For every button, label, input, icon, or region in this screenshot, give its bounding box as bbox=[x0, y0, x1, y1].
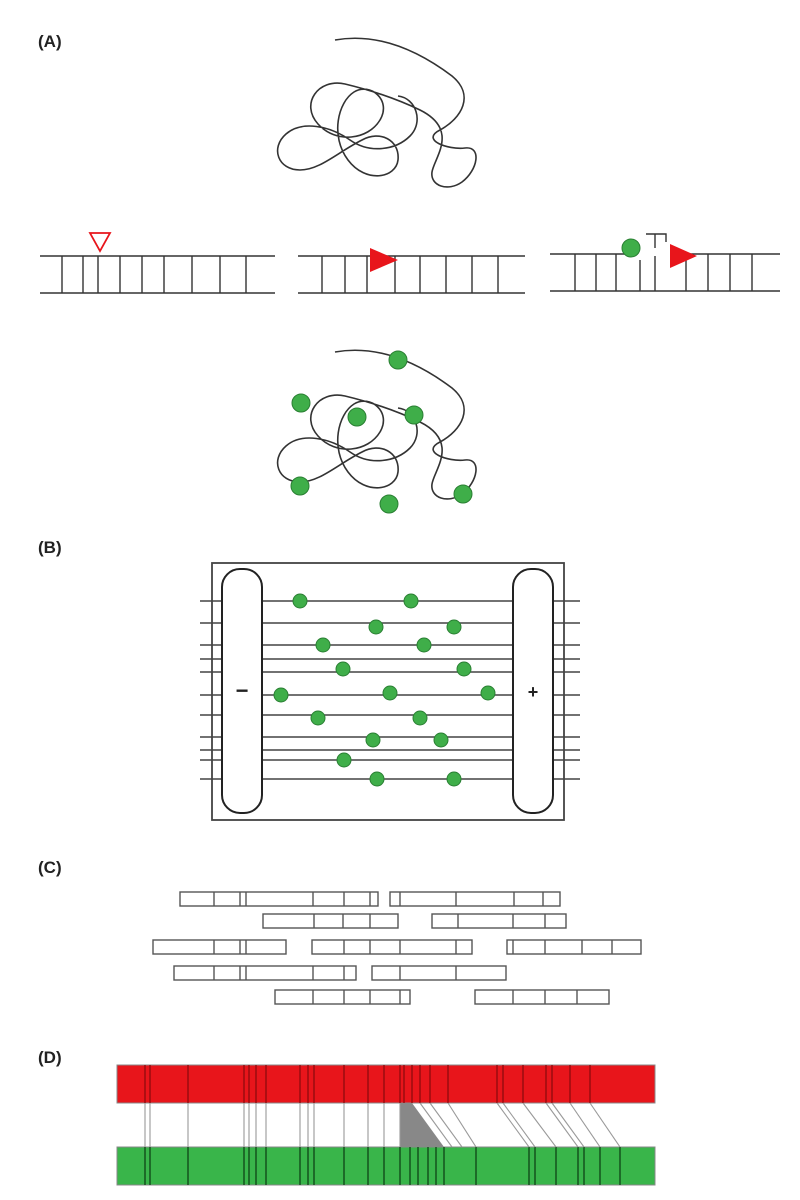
negative-electrode bbox=[221, 568, 263, 814]
nick-site-triangle-icon bbox=[88, 232, 112, 253]
molecule-map-row-4 bbox=[173, 965, 507, 981]
red-map-sites bbox=[144, 1065, 591, 1103]
dna-ladder-enzyme-bound bbox=[298, 248, 525, 294]
dna-coil-unlabeled bbox=[276, 37, 477, 188]
panel-a bbox=[40, 37, 780, 514]
reference-map-green bbox=[116, 1146, 656, 1186]
panel-c-label: (C) bbox=[38, 858, 62, 877]
negative-sign: − bbox=[236, 678, 249, 703]
molecule-map-row-2 bbox=[262, 913, 567, 929]
fluorescent-label-icon bbox=[621, 238, 641, 258]
alignment-gap-wedge bbox=[400, 1103, 444, 1147]
panel-c bbox=[152, 891, 642, 1005]
panel-a-label: (A) bbox=[38, 32, 62, 51]
molecule-map-row-3 bbox=[152, 939, 642, 955]
panel-b-label: (B) bbox=[38, 538, 62, 557]
dna-coil-labeled bbox=[276, 349, 477, 500]
labeled-molecules bbox=[273, 593, 496, 787]
nicking-enzyme-triangle-icon bbox=[370, 248, 398, 272]
panel-d-label: (D) bbox=[38, 1048, 62, 1067]
green-map-sites bbox=[144, 1147, 621, 1185]
nicking-enzyme-triangle-icon-2 bbox=[670, 244, 697, 268]
molecule-map-row-5 bbox=[274, 989, 610, 1005]
dna-ladder-labeled bbox=[550, 233, 780, 292]
positive-sign: + bbox=[528, 682, 539, 702]
fluorescent-labels bbox=[290, 350, 473, 514]
consensus-map-red bbox=[116, 1064, 656, 1104]
panel-d bbox=[116, 1064, 656, 1186]
molecule-map-row-1 bbox=[179, 891, 561, 907]
positive-electrode bbox=[512, 568, 554, 814]
dna-ladder-nick-site bbox=[40, 232, 275, 294]
alignment-lines bbox=[144, 1102, 621, 1148]
panel-b: − + bbox=[200, 562, 580, 821]
